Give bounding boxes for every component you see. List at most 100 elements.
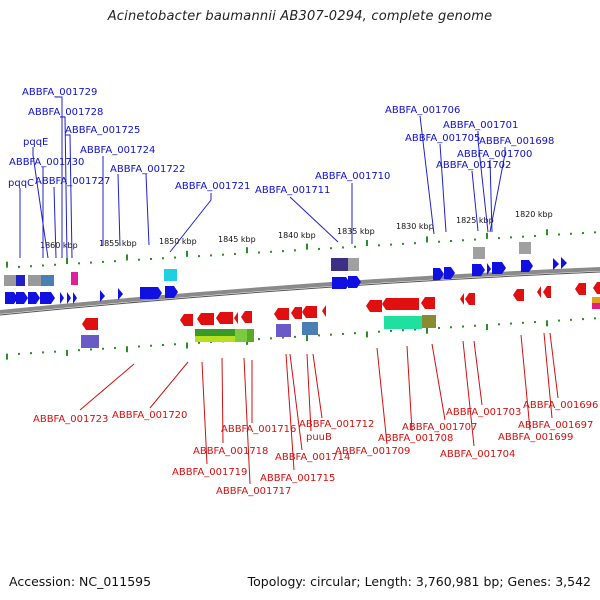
minor-tick bbox=[330, 247, 332, 250]
forward-gene-arrow bbox=[553, 258, 559, 270]
reverse-gene-arrow bbox=[234, 312, 238, 324]
scale-tick-label: 1820 kbp bbox=[515, 210, 553, 219]
minor-tick bbox=[42, 264, 44, 267]
leader-line bbox=[406, 345, 413, 432]
minor-tick bbox=[474, 238, 476, 241]
scale-tick-label: 1860 kbp bbox=[40, 241, 78, 250]
leader-line bbox=[117, 173, 121, 247]
gene-label: ABBFA_001700 bbox=[457, 149, 532, 160]
gene-label: ABBFA_001699 bbox=[498, 432, 573, 443]
minor-tick bbox=[498, 237, 500, 240]
forward-gene-arrow bbox=[444, 267, 455, 279]
scale-tick-label: 1825 kbp bbox=[456, 216, 494, 225]
leader-line bbox=[65, 134, 73, 259]
minor-tick bbox=[30, 352, 32, 355]
feature-block bbox=[195, 329, 235, 336]
feature-block bbox=[384, 316, 422, 329]
major-tick bbox=[246, 247, 248, 254]
minor-tick bbox=[258, 251, 260, 254]
lower-feature-blocks bbox=[81, 297, 600, 348]
forward-gene-arrow bbox=[561, 257, 567, 269]
minor-tick bbox=[114, 260, 116, 263]
major-tick bbox=[66, 258, 68, 265]
minor-tick bbox=[174, 256, 176, 259]
feature-block bbox=[473, 247, 485, 259]
minor-tick bbox=[402, 242, 404, 245]
minor-tick bbox=[18, 265, 20, 268]
feature-block bbox=[519, 242, 531, 254]
minor-tick bbox=[522, 321, 524, 324]
minor-tick bbox=[294, 335, 296, 338]
reverse-gene-arrows bbox=[82, 282, 600, 330]
forward-gene-arrow bbox=[472, 264, 485, 276]
minor-tick bbox=[498, 323, 500, 326]
reverse-gene-arrow bbox=[302, 306, 317, 318]
minor-tick bbox=[318, 334, 320, 337]
feature-block bbox=[302, 322, 318, 335]
scale-tick-label: 1855 kbp bbox=[99, 239, 137, 248]
feature-block bbox=[16, 275, 25, 286]
scale-tick-label: 1840 kbp bbox=[278, 231, 316, 240]
gene-label: ABBFA_001715 bbox=[260, 473, 335, 484]
leader-line bbox=[169, 193, 212, 253]
minor-tick bbox=[90, 348, 92, 351]
major-tick bbox=[126, 254, 128, 261]
forward-gene-labels: ABBFA_001729 ABBFA_001728 ABBFA_001725 p… bbox=[8, 87, 554, 196]
reverse-gene-arrow bbox=[421, 297, 435, 309]
gene-label: ABBFA_001723 bbox=[33, 414, 108, 425]
leader-line bbox=[549, 332, 559, 399]
minor-tick bbox=[210, 341, 212, 344]
genome-backbone-shadow bbox=[0, 271, 600, 316]
minor-tick bbox=[414, 328, 416, 331]
forward-gene-arrow bbox=[140, 287, 162, 299]
minor-tick bbox=[582, 318, 584, 321]
forward-gene-arrow bbox=[521, 260, 533, 272]
gene-label: ABBFA_001703 bbox=[446, 407, 521, 418]
forward-gene-arrow bbox=[348, 276, 361, 288]
minor-tick bbox=[162, 257, 164, 260]
forward-gene-arrow bbox=[16, 292, 28, 304]
leader-line bbox=[473, 340, 483, 406]
minor-tick bbox=[198, 341, 200, 344]
feature-block bbox=[71, 272, 78, 285]
feature-block bbox=[81, 335, 99, 348]
gene-label: ABBFA_001708 bbox=[378, 433, 453, 444]
forward-gene-arrow bbox=[67, 292, 71, 304]
minor-tick bbox=[390, 329, 392, 332]
reverse-gene-arrow bbox=[593, 282, 600, 294]
scale-tick-label: 1845 kbp bbox=[218, 235, 256, 244]
leader-line bbox=[489, 159, 493, 233]
reverse-gene-arrow bbox=[465, 293, 475, 305]
minor-tick bbox=[558, 319, 560, 322]
major-tick bbox=[366, 240, 368, 247]
minor-tick bbox=[162, 344, 164, 347]
minor-tick bbox=[222, 253, 224, 256]
reverse-gene-arrow bbox=[366, 300, 382, 312]
feature-block bbox=[4, 275, 16, 286]
forward-gene-arrow bbox=[73, 292, 77, 304]
forward-gene-arrow bbox=[332, 277, 350, 289]
genome-summary-text: Topology: circular; Length: 3,760,981 bp… bbox=[247, 574, 591, 589]
major-tick bbox=[546, 229, 548, 236]
minor-tick bbox=[294, 249, 296, 252]
leader-line bbox=[376, 347, 388, 445]
feature-block bbox=[41, 275, 54, 286]
feature-block bbox=[235, 329, 247, 342]
forward-gene-arrow bbox=[28, 292, 40, 304]
minor-tick bbox=[198, 255, 200, 258]
forward-gene-arrow bbox=[165, 286, 178, 298]
minor-tick bbox=[282, 250, 284, 253]
leader-line bbox=[60, 116, 68, 259]
minor-tick bbox=[390, 243, 392, 246]
minor-tick bbox=[78, 349, 80, 352]
minor-tick bbox=[462, 325, 464, 328]
gene-label: ABBFA_001702 bbox=[436, 160, 511, 171]
minor-tick bbox=[30, 265, 32, 268]
minor-tick bbox=[438, 240, 440, 243]
minor-tick bbox=[90, 261, 92, 264]
minor-tick bbox=[354, 245, 356, 248]
minor-tick bbox=[510, 236, 512, 239]
feature-block bbox=[592, 297, 600, 303]
reverse-gene-arrow bbox=[513, 289, 524, 301]
